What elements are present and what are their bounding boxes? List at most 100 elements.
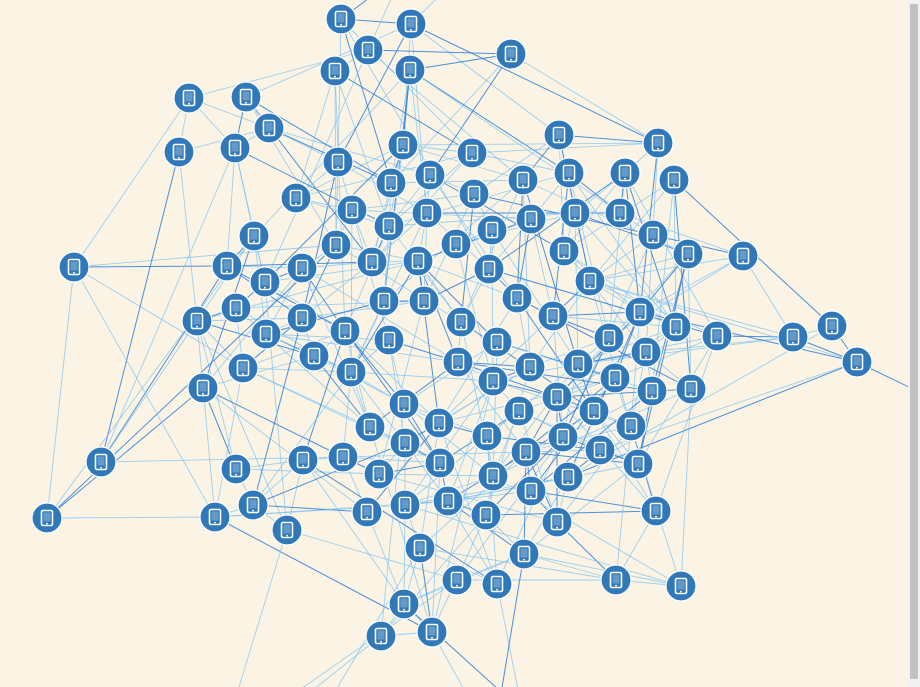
device-node[interactable] — [547, 421, 579, 453]
device-node[interactable] — [320, 229, 352, 261]
device-node[interactable] — [280, 182, 312, 214]
device-node[interactable] — [578, 395, 610, 427]
device-node[interactable] — [440, 228, 472, 260]
device-node[interactable] — [286, 302, 318, 334]
device-node[interactable] — [387, 129, 419, 161]
device-node[interactable] — [423, 407, 455, 439]
device-node[interactable] — [173, 82, 205, 114]
device-node[interactable] — [408, 285, 440, 317]
device-node[interactable] — [672, 238, 704, 270]
device-node[interactable] — [574, 265, 606, 297]
device-node[interactable] — [514, 351, 546, 383]
device-node[interactable] — [584, 434, 616, 466]
device-node[interactable] — [238, 220, 270, 252]
device-node[interactable] — [441, 564, 473, 596]
device-node[interactable] — [445, 306, 477, 338]
device-node[interactable] — [250, 318, 282, 350]
device-node[interactable] — [368, 285, 400, 317]
device-node[interactable] — [622, 448, 654, 480]
device-node[interactable] — [559, 197, 591, 229]
device-node[interactable] — [237, 489, 269, 521]
device-node[interactable] — [31, 502, 63, 534]
device-node[interactable] — [373, 210, 405, 242]
device-node[interactable] — [322, 146, 354, 178]
device-node[interactable] — [507, 164, 539, 196]
device-node[interactable] — [298, 340, 330, 372]
scrollbar-thumb[interactable] — [910, 4, 918, 679]
device-node[interactable] — [471, 420, 503, 452]
device-node[interactable] — [286, 252, 318, 284]
device-node[interactable] — [388, 388, 420, 420]
device-node[interactable] — [365, 620, 397, 652]
device-node[interactable] — [414, 159, 446, 191]
device-node[interactable] — [219, 132, 251, 164]
vertical-scrollbar[interactable] — [908, 0, 920, 687]
device-node[interactable] — [411, 197, 443, 229]
device-node[interactable] — [637, 219, 669, 251]
device-node[interactable] — [388, 588, 420, 620]
device-node[interactable] — [604, 197, 636, 229]
device-node[interactable] — [211, 250, 243, 282]
device-node[interactable] — [658, 164, 690, 196]
device-node[interactable] — [327, 441, 359, 473]
device-node[interactable] — [335, 356, 367, 388]
device-node[interactable] — [404, 532, 436, 564]
device-node[interactable] — [402, 245, 434, 277]
device-node[interactable] — [501, 282, 533, 314]
device-node[interactable] — [548, 235, 580, 267]
device-node[interactable] — [249, 266, 281, 298]
device-node[interactable] — [352, 34, 384, 66]
device-node[interactable] — [642, 127, 674, 159]
device-node[interactable] — [389, 427, 421, 459]
device-node[interactable] — [356, 246, 388, 278]
device-node[interactable] — [394, 54, 426, 86]
device-node[interactable] — [458, 178, 490, 210]
device-node[interactable] — [325, 3, 357, 35]
device-node[interactable] — [609, 157, 641, 189]
device-node[interactable] — [541, 381, 573, 413]
device-node[interactable] — [727, 240, 759, 272]
device-node[interactable] — [701, 320, 733, 352]
device-node[interactable] — [287, 444, 319, 476]
device-node[interactable] — [481, 326, 513, 358]
device-node[interactable] — [271, 514, 303, 546]
device-node[interactable] — [600, 564, 632, 596]
device-node[interactable] — [495, 38, 527, 70]
device-node[interactable] — [473, 253, 505, 285]
device-node[interactable] — [58, 251, 90, 283]
device-node[interactable] — [593, 322, 625, 354]
device-node[interactable] — [351, 496, 383, 528]
device-node[interactable] — [432, 485, 464, 517]
device-node[interactable] — [230, 81, 262, 113]
device-node[interactable] — [630, 336, 662, 368]
device-node[interactable] — [665, 570, 697, 602]
device-node[interactable] — [636, 375, 668, 407]
device-node[interactable] — [537, 300, 569, 332]
device-node[interactable] — [363, 458, 395, 490]
device-node[interactable] — [187, 372, 219, 404]
device-node[interactable] — [541, 506, 573, 538]
device-node[interactable] — [456, 137, 488, 169]
device-node[interactable] — [508, 538, 540, 570]
device-node[interactable] — [660, 311, 692, 343]
device-node[interactable] — [373, 324, 405, 356]
device-node[interactable] — [319, 55, 351, 87]
device-node[interactable] — [442, 346, 474, 378]
device-node[interactable] — [470, 499, 502, 531]
device-node[interactable] — [199, 501, 231, 533]
device-node[interactable] — [543, 119, 575, 151]
device-node[interactable] — [354, 411, 386, 443]
device-node[interactable] — [476, 214, 508, 246]
device-node[interactable] — [777, 321, 809, 353]
device-node[interactable] — [85, 446, 117, 478]
device-node[interactable] — [624, 296, 656, 328]
device-node[interactable] — [515, 475, 547, 507]
device-node[interactable] — [336, 194, 368, 226]
device-node[interactable] — [477, 460, 509, 492]
device-node[interactable] — [562, 348, 594, 380]
device-node[interactable] — [220, 292, 252, 324]
device-node[interactable] — [389, 489, 421, 521]
device-node[interactable] — [552, 461, 584, 493]
